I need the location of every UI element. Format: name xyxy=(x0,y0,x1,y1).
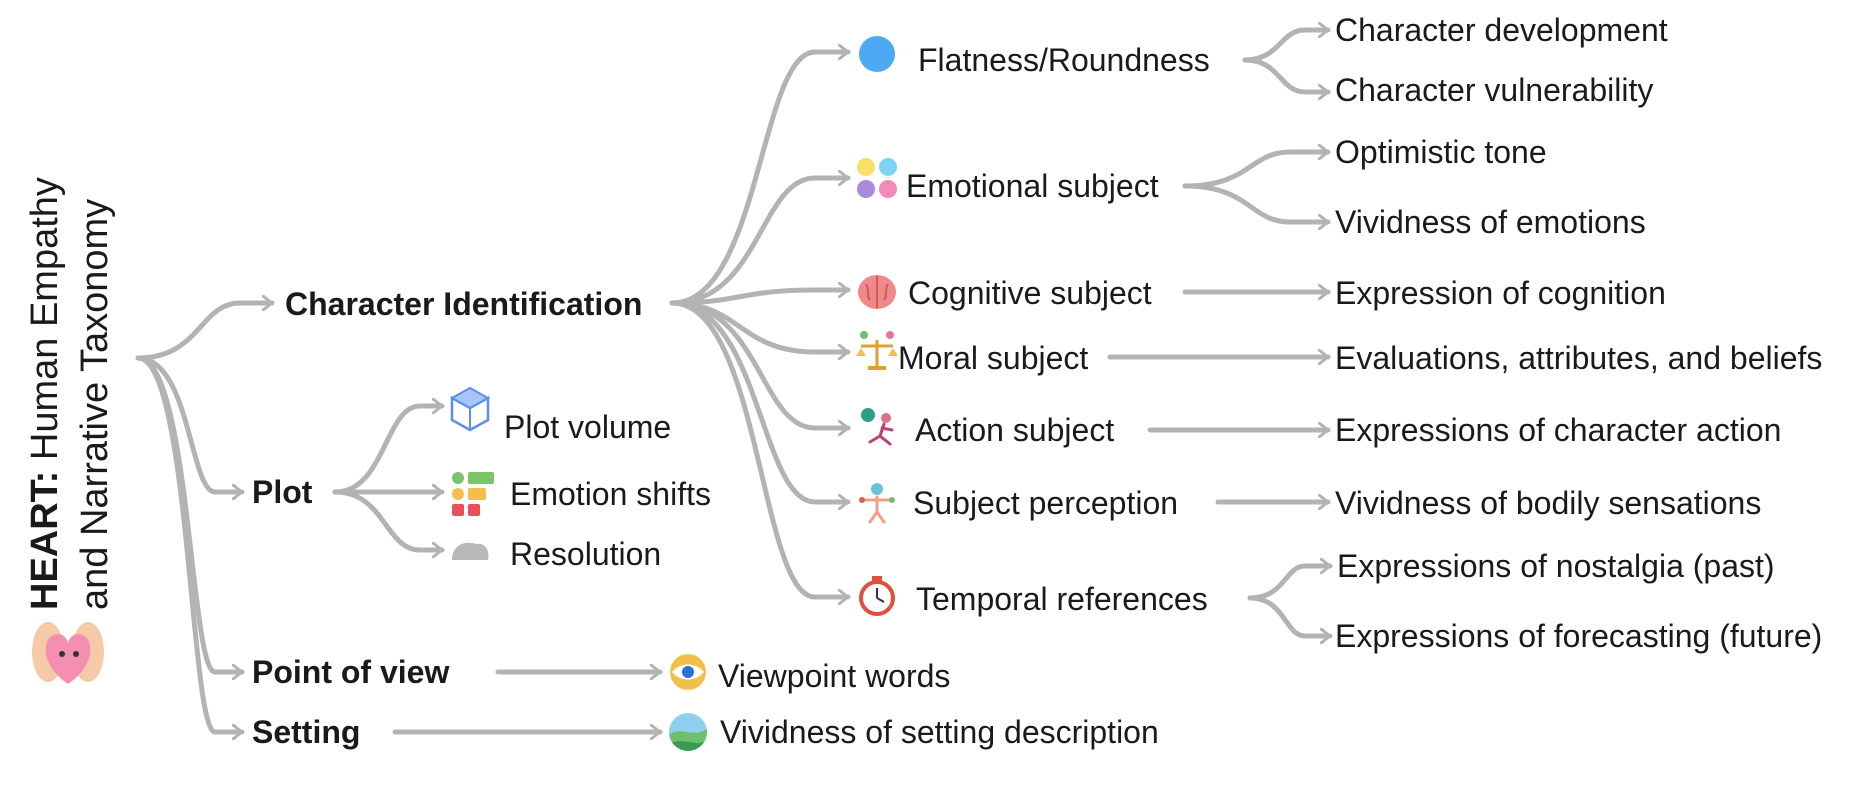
leaf-expression-of-cognition: Expression of cognition xyxy=(1335,275,1666,311)
edge-temp-past xyxy=(1247,566,1333,601)
leaf-evaluations-attributes-beliefs: Evaluations, attributes, and beliefs xyxy=(1335,340,1823,376)
leaf-vividness-of-bodily-sensations: Vividness of bodily sensations xyxy=(1335,485,1762,521)
eye-icon xyxy=(670,654,706,690)
leaf-expressions-of-nostalgia: Expressions of nostalgia (past) xyxy=(1337,548,1775,584)
node-vividness-of-setting: Vividness of setting description xyxy=(720,714,1159,750)
edge-char-emotional xyxy=(669,178,851,306)
edge-plot-resolution xyxy=(332,489,445,550)
edge-emo-viv xyxy=(1182,183,1331,222)
edge-char-temporal xyxy=(669,300,851,597)
edge-char-action xyxy=(669,300,851,428)
emoji-faces-icon xyxy=(857,158,897,198)
edge-root-setting xyxy=(135,355,245,732)
node-moral-subject: Moral subject xyxy=(898,340,1089,376)
node-plot: Plot xyxy=(252,474,313,510)
node-plot-volume: Plot volume xyxy=(504,409,672,445)
title-line-2: and Narrative Taxonomy xyxy=(74,198,116,610)
brain-icon xyxy=(858,275,896,309)
title-strong: HEART: xyxy=(24,470,66,610)
edge-flat-dev xyxy=(1242,30,1331,63)
leaf-expressions-of-forecasting: Expressions of forecasting (future) xyxy=(1335,618,1823,654)
leaf-vividness-of-emotions: Vividness of emotions xyxy=(1335,204,1646,240)
emotion-blocks-icon xyxy=(452,472,494,516)
stopwatch-icon xyxy=(859,576,895,616)
title-line1-rest: Human Empathy xyxy=(24,177,66,471)
title-line-1: HEART: Human Empathy xyxy=(20,140,70,610)
node-emotion-shifts: Emotion shifts xyxy=(510,476,711,512)
edge-flat-vul xyxy=(1242,57,1331,92)
edge-root-character xyxy=(135,303,275,361)
edge-char-flatness xyxy=(669,52,851,306)
edge-emo-opt xyxy=(1182,152,1331,189)
node-action-subject: Action subject xyxy=(915,412,1115,448)
edge-plot-volume xyxy=(332,406,445,495)
edge-temp-future xyxy=(1247,595,1333,636)
heart-hands-icon xyxy=(32,622,104,684)
landscape-icon xyxy=(669,713,707,751)
cube-icon xyxy=(449,386,491,432)
leaf-optimistic-tone: Optimistic tone xyxy=(1335,134,1547,170)
node-flatness-roundness: Flatness/Roundness xyxy=(918,42,1210,78)
running-person-icon xyxy=(861,408,894,446)
diagram-title: HEART: Human Empathy and Narrative Taxon… xyxy=(20,140,130,610)
node-temporal-references: Temporal references xyxy=(916,581,1208,617)
leaf-expressions-of-character-action: Expressions of character action xyxy=(1335,412,1782,448)
node-cognitive-subject: Cognitive subject xyxy=(908,275,1152,311)
scales-icon xyxy=(856,331,898,370)
node-viewpoint-words: Viewpoint words xyxy=(718,658,951,694)
edge-char-perception xyxy=(669,300,851,502)
edge-root-plot xyxy=(135,355,245,492)
leaf-character-vulnerability: Character vulnerability xyxy=(1335,72,1654,108)
node-subject-perception: Subject perception xyxy=(913,485,1179,521)
node-resolution: Resolution xyxy=(510,536,662,572)
leaf-character-development: Character development xyxy=(1335,12,1668,48)
node-emotional-subject: Emotional subject xyxy=(906,168,1159,204)
edge-char-cognitive xyxy=(669,290,851,306)
node-character-identification: Character Identification xyxy=(285,286,643,322)
node-setting: Setting xyxy=(252,714,361,750)
edge-root-pov xyxy=(135,355,245,672)
rock-icon xyxy=(452,542,489,560)
connector-lines xyxy=(135,30,1333,732)
blue-circle-icon xyxy=(859,36,895,72)
body-senses-icon xyxy=(859,483,895,524)
node-point-of-view: Point of view xyxy=(252,654,450,690)
